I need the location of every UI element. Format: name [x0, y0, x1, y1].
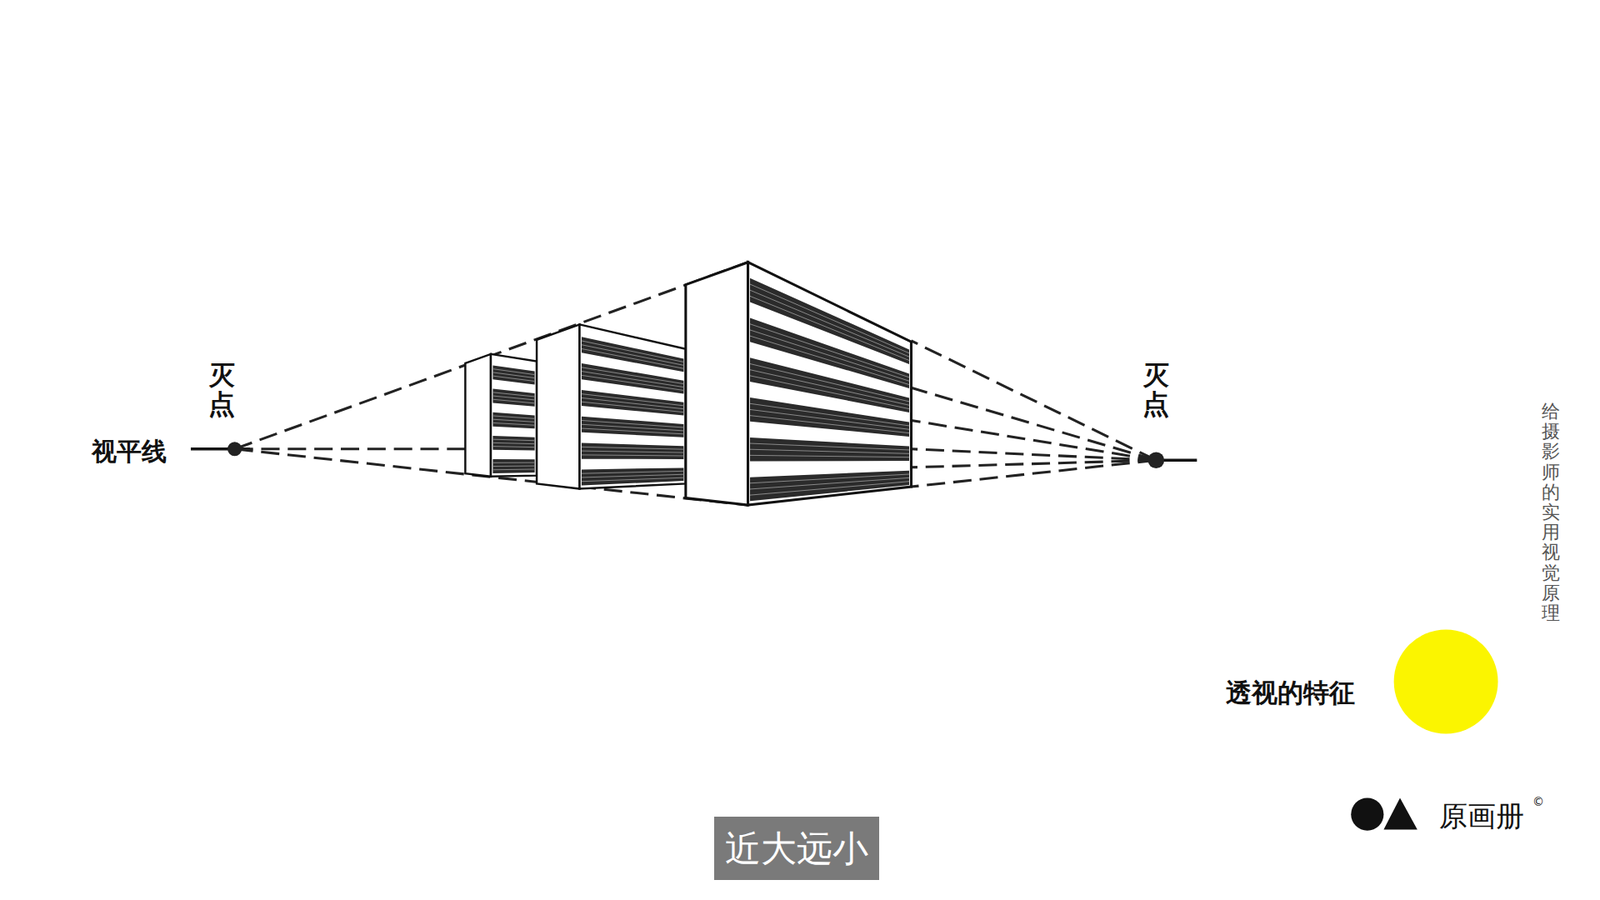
- subtitle-text: 近大远小: [725, 830, 869, 867]
- window-band: [492, 435, 535, 451]
- mid-building-left: [536, 324, 580, 489]
- hatch-line: [492, 422, 535, 425]
- window-band: [750, 437, 910, 462]
- hatch-line: [581, 470, 684, 474]
- hatch-line: [750, 455, 910, 457]
- window-band: [492, 389, 535, 407]
- mid-building-right: [580, 324, 686, 489]
- window-band: [492, 459, 535, 474]
- vanishing-point-label: 灭点: [208, 360, 235, 420]
- hatch-line: [492, 446, 535, 448]
- horizon-label: 视平线: [91, 435, 167, 470]
- hatch-line: [492, 399, 535, 404]
- hatch-line: [581, 446, 684, 450]
- front-building-left: [685, 262, 749, 505]
- hatch-line: [750, 364, 910, 402]
- hatch-line: [750, 474, 910, 484]
- hatch-line: [492, 442, 535, 444]
- hatch-line: [581, 455, 684, 456]
- hatch-line: [581, 450, 684, 453]
- highlight-circle: [1394, 630, 1499, 735]
- front-building-right: [748, 262, 912, 505]
- logo-triangle: [1383, 798, 1417, 830]
- hatch-line: [581, 375, 684, 390]
- hatch-line: [492, 419, 535, 422]
- subtitle-box: 近大远小: [714, 816, 880, 880]
- far-building-left: [465, 354, 491, 477]
- hatch-line: [492, 395, 535, 400]
- window-band: [492, 412, 535, 429]
- section-title: 透视的特征: [1225, 675, 1355, 711]
- hatch-line: [492, 375, 535, 381]
- hatch-line: [581, 474, 684, 478]
- hatch-line: [492, 392, 535, 397]
- window-band: [581, 416, 684, 438]
- vanishing-point: [1148, 451, 1165, 469]
- window-band: [750, 397, 910, 437]
- window-band: [581, 363, 684, 394]
- hatch-line: [492, 462, 535, 464]
- hatch-line: [492, 415, 535, 419]
- hatch-line: [750, 443, 910, 450]
- construction-lines: [235, 262, 1157, 505]
- hatch-line: [750, 481, 910, 495]
- vanishing-point: [227, 441, 242, 456]
- hatch-line: [492, 465, 535, 467]
- window-band: [581, 467, 684, 485]
- hatch-line: [581, 424, 684, 431]
- hatch-line: [581, 349, 684, 370]
- hatch-line: [492, 469, 535, 471]
- hatch-line: [750, 403, 910, 426]
- hatch-line: [750, 409, 910, 430]
- hatch-line: [581, 428, 684, 435]
- vanishing-point-label: 灭点: [1142, 360, 1170, 420]
- hatch-line: [581, 420, 684, 427]
- hatch-line: [492, 369, 535, 375]
- far-building-right: [490, 354, 537, 477]
- hatch-line: [750, 415, 910, 434]
- hatch-line: [492, 439, 535, 441]
- logo-circle: [1350, 798, 1384, 831]
- hatch-line: [750, 370, 910, 406]
- hatch-line: [581, 345, 684, 366]
- logo-text: 原画册: [1439, 797, 1525, 836]
- window-band: [581, 443, 684, 460]
- window-band: [581, 390, 684, 416]
- hatch-line: [750, 449, 910, 454]
- hatch-line: [581, 401, 684, 412]
- hatch-line: [581, 367, 684, 385]
- hatch-line: [581, 477, 684, 482]
- window-band: [750, 470, 910, 502]
- window-band: [492, 365, 535, 385]
- hatch-line: [581, 371, 684, 388]
- copyright-mark: ©: [1532, 795, 1545, 809]
- side-title: 给摄影师的实用视觉原理: [1541, 401, 1560, 624]
